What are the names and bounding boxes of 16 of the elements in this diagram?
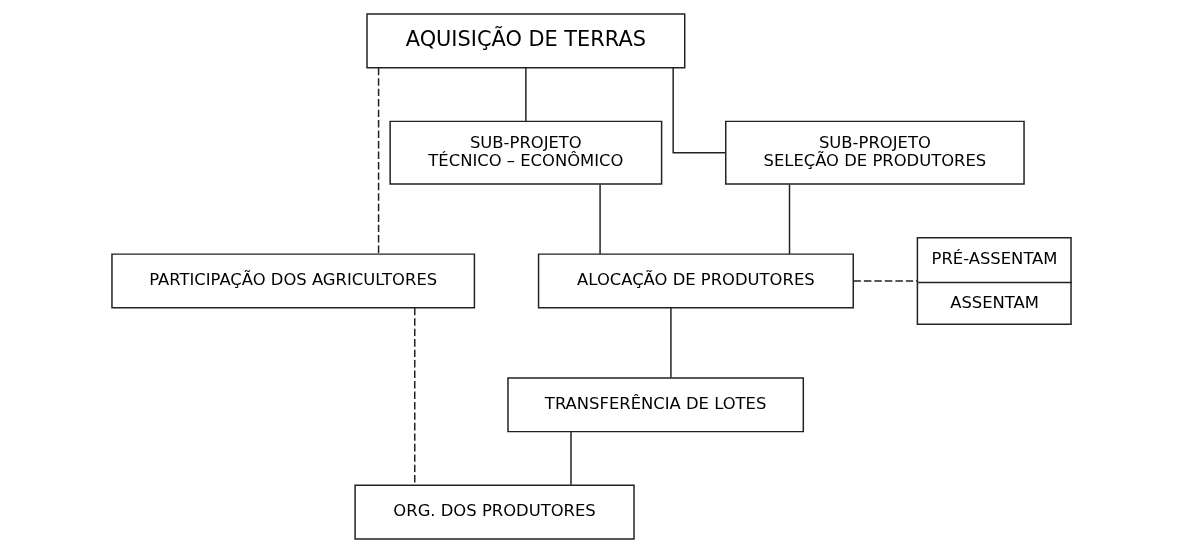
node-box: SUB-PROJETO TÉCNICO – ECONÔMICO [388, 120, 662, 185]
connector [598, 183, 601, 255]
connector [569, 431, 572, 486]
connector [413, 307, 415, 486]
node-box: TRANSFERÊNCIA DE LOTES [506, 377, 804, 433]
node-box: ALOCAÇÃO DE PRODUTORES [537, 253, 854, 309]
connector [671, 67, 726, 154]
connector [852, 280, 918, 282]
node-box: PARTICIPAÇÃO DOS AGRICULTORES [110, 253, 475, 309]
node-box: ORG. DOS PRODUTORES [353, 484, 635, 540]
node-box: AQUISIÇÃO DE TERRAS [365, 13, 685, 69]
node-box: SUB-PROJETO SELEÇÃO DE PRODUTORES [724, 120, 1025, 185]
connector [524, 67, 527, 122]
connector [377, 67, 379, 255]
connector [788, 183, 790, 255]
connector [669, 307, 672, 379]
